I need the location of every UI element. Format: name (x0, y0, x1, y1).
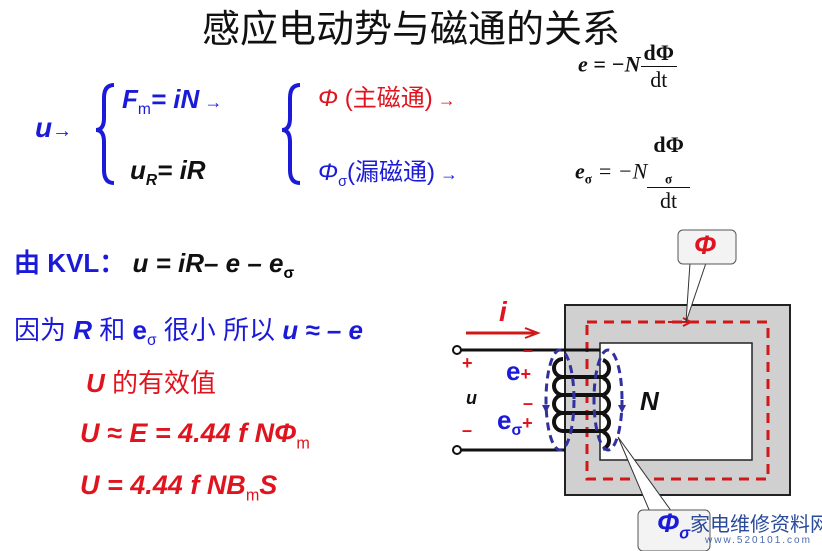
minus-sign: – (462, 420, 473, 440)
rms-line: U 的有效值 (86, 368, 217, 398)
slide-title: 感应电动势与磁通的关系 (201, 7, 620, 51)
phi-callout-text: Φ (694, 230, 717, 260)
main-flux-label: Φ (主磁通) → (318, 85, 456, 112)
minus-sign: – (523, 340, 534, 360)
ur-equation: uR= iR (130, 155, 206, 190)
phi-sigma-callout (637, 509, 711, 551)
minus-sign: – (523, 393, 534, 413)
plus-sign: + (462, 353, 473, 373)
watermark-url: www.520101.com (705, 535, 812, 546)
emf-esigma-label: eσ+ (497, 405, 533, 440)
phi-callout (677, 229, 737, 265)
because-line: 因为 R 和 eσ 很小 所以 u ≈ – e (14, 315, 363, 350)
watermark-logo: 家电维修资料网 (690, 512, 822, 536)
current-label: i (499, 296, 507, 327)
fm-equation: Fm= iN → (122, 84, 223, 119)
u-label: u→ (35, 112, 73, 143)
voltage-label: u (466, 388, 477, 408)
kvl-line: 由 KVL： u = iR– e – eσ (14, 248, 295, 283)
turns-label: N (640, 386, 659, 416)
leakage-flux-right (592, 348, 624, 452)
leakage-flux-label: Φσ(主磁通)(漏磁通) → (318, 159, 458, 190)
leakage-flux-left (544, 348, 576, 452)
emf-e-label: e+ (506, 356, 531, 386)
coil (552, 357, 611, 451)
u-e-equation: U ≈ E = 4.44 f NΦm (80, 418, 310, 453)
u-b-equation: U = 4.44 f NBmS (80, 470, 278, 505)
phi-sigma-callout-text: Φσ (657, 508, 690, 543)
